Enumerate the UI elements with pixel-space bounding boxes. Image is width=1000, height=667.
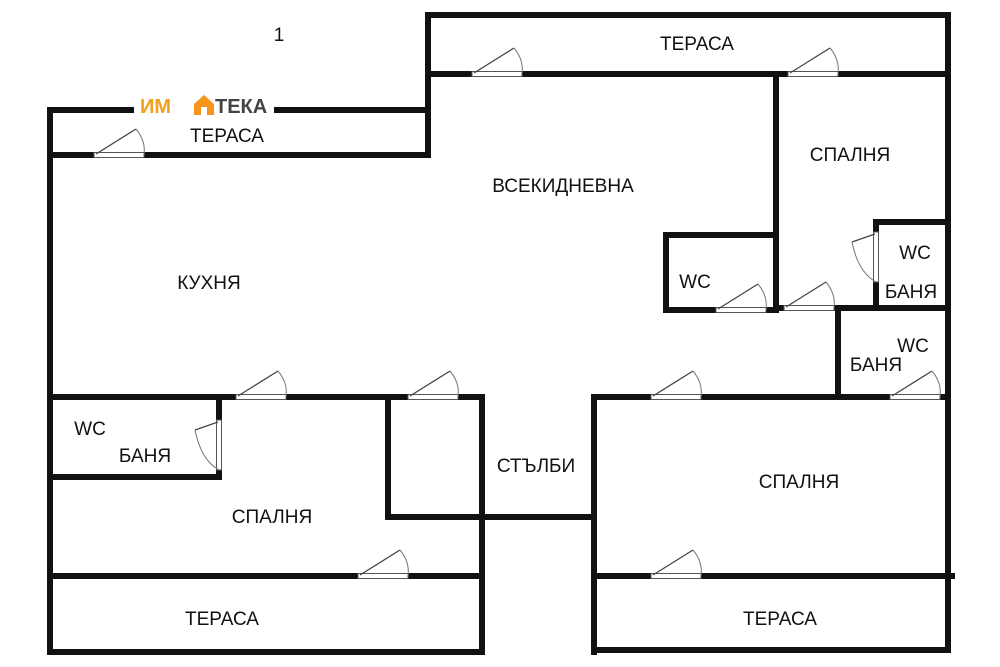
door-bedroom-se	[650, 370, 702, 400]
door-wc-ne	[851, 231, 879, 283]
imoteka-logo: ИМ ТЕКА	[134, 90, 274, 120]
room-label-kitchen: КУХНЯ	[177, 273, 240, 294]
room-label-wc-sw: WC	[74, 419, 106, 440]
logo-text-part1: ИМ	[140, 96, 171, 118]
room-label-wc-east: WC	[897, 336, 929, 357]
wall-stair-inner	[385, 394, 597, 520]
door-terrace-bottom-left	[357, 549, 409, 579]
room-label-wc-ne: WC	[899, 243, 931, 264]
door-bath-sw	[194, 419, 222, 471]
door-terrace-left	[93, 128, 145, 158]
room-label-wc-center: WC	[679, 272, 711, 293]
door-terrace-bottom-right	[650, 549, 702, 579]
page-number: 1	[274, 25, 285, 46]
door-bedroom-sw	[235, 370, 287, 400]
room-label-terrace-left: ТЕРАСА	[190, 126, 264, 147]
room-label-bath-east: БАНЯ	[850, 355, 902, 376]
wall-top-terrace	[425, 12, 951, 653]
room-label-terrace-bottom-left: ТЕРАСА	[185, 609, 259, 630]
room-label-bedroom-ne: СПАЛНЯ	[810, 145, 890, 166]
room-label-terrace-top: ТЕРАСА	[660, 34, 734, 55]
door-bedroom-ne	[783, 281, 835, 311]
room-label-bedroom-se: СПАЛНЯ	[759, 472, 839, 493]
door-stairs	[407, 370, 459, 400]
door-terrace-top-left	[471, 47, 523, 77]
house-icon	[194, 95, 214, 115]
door-wc-center	[715, 283, 767, 313]
wall-left-outer	[47, 107, 431, 655]
room-label-bath-ne: БАНЯ	[885, 282, 937, 303]
room-label-living: ВСЕКИДНЕВНА	[492, 176, 634, 197]
room-label-bath-sw: БАНЯ	[119, 446, 171, 467]
door-terrace-top-right	[787, 47, 839, 77]
room-label-stairs: СТЪЛБИ	[497, 456, 575, 477]
room-label-terrace-bottom-right: ТЕРАСА	[743, 609, 817, 630]
door-bath-east	[889, 370, 941, 400]
logo-text-part2: ТЕКА	[215, 96, 267, 118]
room-label-bedroom-sw: СПАЛНЯ	[232, 507, 312, 528]
